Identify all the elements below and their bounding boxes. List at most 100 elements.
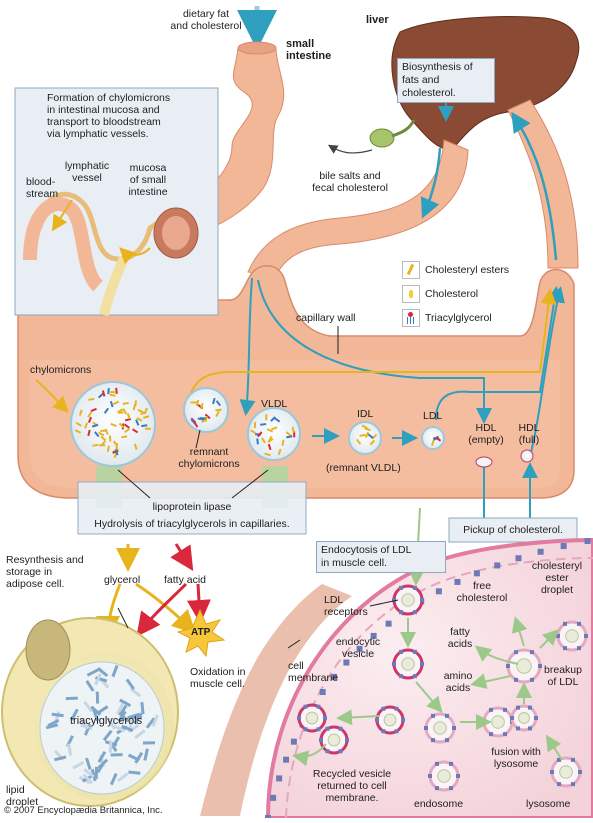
lipid-speck bbox=[291, 426, 295, 433]
vesicle-receptor bbox=[430, 713, 435, 718]
vesicle-receptor bbox=[502, 707, 507, 712]
lipid-speck bbox=[253, 421, 257, 429]
ldl-particle bbox=[421, 426, 445, 450]
vesicle-receptor bbox=[584, 634, 588, 638]
lipid-speck bbox=[260, 423, 267, 426]
triacylglycerol-stick bbox=[85, 757, 92, 770]
vesicle-receptor bbox=[412, 649, 417, 654]
lipid-speck bbox=[371, 433, 378, 440]
lipid-speck bbox=[106, 445, 110, 452]
lipid-speck bbox=[277, 448, 282, 456]
lipid-speck bbox=[109, 400, 114, 408]
endocytic-vesicle-label: endocytic vesicle bbox=[335, 636, 381, 660]
lipid-speck bbox=[359, 433, 366, 437]
vesicle-receptor bbox=[325, 749, 330, 754]
hdl-full-label: HDL (full) bbox=[518, 422, 540, 446]
triacylglycerol-stick bbox=[79, 718, 90, 730]
lipid-speck bbox=[431, 439, 435, 446]
triacylglycerol-stick bbox=[108, 740, 113, 753]
vesicle-receptor bbox=[530, 677, 535, 682]
triacylglycerol-stick bbox=[107, 717, 116, 730]
lipid-speck bbox=[136, 417, 143, 422]
vesicle-receptor bbox=[528, 726, 533, 731]
triacylglycerol-stick bbox=[85, 680, 95, 692]
vesicle-receptor bbox=[303, 727, 308, 732]
lipid-speck bbox=[293, 431, 296, 438]
lipid-speck bbox=[75, 421, 82, 427]
hdl-empty-particle bbox=[475, 456, 493, 468]
vesicle-receptor bbox=[401, 718, 405, 722]
lipid-speck bbox=[204, 415, 208, 423]
lipid-speck bbox=[132, 428, 139, 434]
liver-label: liver bbox=[366, 14, 389, 26]
vldl-particle bbox=[247, 407, 301, 461]
fatty-acids-label: fatty acids bbox=[447, 626, 473, 650]
triacylglycerol-stick bbox=[51, 712, 64, 718]
vesicle-receptor bbox=[550, 770, 554, 775]
lipid-speck bbox=[204, 413, 211, 420]
lipid-speck bbox=[97, 392, 104, 399]
vesicle-receptor bbox=[578, 770, 582, 774]
vesicle-receptor bbox=[506, 664, 510, 669]
lipid-speck bbox=[74, 429, 82, 434]
membrane-receptor bbox=[454, 578, 461, 585]
vesicle-receptor bbox=[489, 732, 494, 737]
lipid-speck bbox=[103, 407, 110, 414]
vesicle-receptor bbox=[503, 732, 508, 737]
membrane-receptor bbox=[370, 632, 377, 639]
lipid-speck bbox=[369, 439, 376, 446]
triacylglycerol-stick bbox=[72, 760, 85, 770]
vesicle-receptor bbox=[323, 716, 327, 720]
lipid-speck bbox=[435, 436, 442, 442]
vesicle-receptor bbox=[399, 674, 404, 679]
lipid-droplet-label: lipid droplet bbox=[6, 784, 39, 808]
vesicle-receptor bbox=[488, 707, 493, 712]
vesicle-receptor bbox=[338, 749, 343, 754]
lipid-speck bbox=[109, 435, 112, 442]
endosome-label: endosome bbox=[414, 798, 464, 810]
membrane-receptor bbox=[319, 689, 326, 696]
lipid-speck bbox=[265, 414, 268, 421]
vesicle-receptor bbox=[412, 585, 417, 590]
vesicle-receptor bbox=[420, 662, 424, 666]
free-cholesterol-label: free cholesterol bbox=[456, 580, 508, 604]
lipid-speck bbox=[199, 417, 206, 420]
triacylglycerol-stick bbox=[151, 714, 159, 727]
membrane-receptor bbox=[473, 570, 480, 577]
lipid-speck bbox=[285, 431, 292, 437]
biosynthesis-box: Biosynthesis of fats and cholesterol. bbox=[397, 58, 495, 103]
lipid-droplet bbox=[39, 661, 165, 795]
vesicle-cargo bbox=[433, 721, 447, 735]
lipid-speck bbox=[98, 431, 105, 437]
lipid-speck bbox=[114, 449, 119, 456]
vesicle-receptor bbox=[435, 786, 440, 791]
vesicle-receptor bbox=[513, 650, 518, 655]
endocytosis-box: Endocytosis of LDL in muscle cell. bbox=[316, 541, 446, 573]
cholesteryl-ester-droplet-label: cholesteryl ester droplet bbox=[531, 560, 583, 596]
recycled-vesicle-label: Recycled vesicle returned to cell membra… bbox=[312, 768, 392, 804]
lipid-speck bbox=[261, 437, 266, 444]
triacylglycerol-stick bbox=[54, 755, 67, 762]
membrane-receptor bbox=[537, 548, 544, 555]
hdl-empty-label: HDL (empty) bbox=[468, 422, 504, 446]
membrane-receptor bbox=[515, 555, 522, 562]
lipid-speck bbox=[274, 417, 281, 423]
cholesteryl-ester-icon bbox=[402, 261, 420, 279]
vesicle-receptor bbox=[576, 621, 581, 626]
lipid-speck bbox=[195, 399, 200, 407]
triacylglycerol-stick bbox=[97, 758, 109, 770]
lipid-speck bbox=[90, 407, 97, 412]
membrane-receptor bbox=[356, 645, 363, 652]
vesicle-cargo bbox=[437, 769, 451, 783]
vesicle-receptor bbox=[529, 650, 534, 655]
triacylglycerol-stick bbox=[116, 702, 125, 715]
chylomicron-formation-label: Formation of chylomicrons in intestinal … bbox=[47, 92, 171, 140]
lipid-speck bbox=[361, 424, 368, 430]
triacylglycerol-stick bbox=[113, 724, 126, 733]
vesicle-receptor bbox=[562, 621, 567, 626]
triacylglycerol-stick bbox=[86, 668, 99, 677]
lipid-speck bbox=[107, 388, 110, 395]
triacylglycerol-stick bbox=[45, 723, 59, 730]
bile-salts-label: bile salts and fecal cholesterol bbox=[312, 170, 388, 194]
triacylglycerol-stick bbox=[125, 678, 136, 691]
